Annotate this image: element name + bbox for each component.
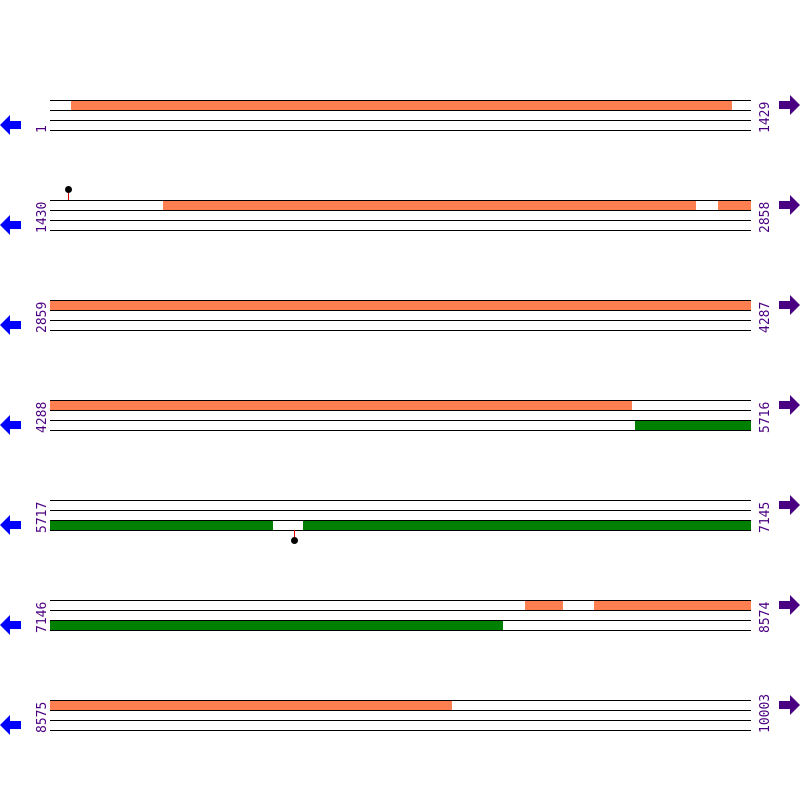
marker-dot-icon [291, 537, 298, 544]
end-position-label: 7145 [758, 501, 773, 533]
sequence-row-4 [0, 400, 800, 460]
track-line [50, 520, 751, 521]
end-position-label: 2858 [758, 201, 773, 233]
track-line [50, 120, 751, 121]
forward-feature[interactable] [525, 600, 563, 610]
sequence-row-2 [0, 200, 800, 260]
track-line [50, 320, 751, 321]
track-line [50, 510, 751, 511]
start-position-label: 1430 [35, 201, 50, 233]
track-line [50, 600, 751, 601]
track-line [50, 210, 751, 211]
reverse-strand-arrow-icon [0, 615, 21, 635]
sequence-row-3 [0, 300, 800, 360]
track-line [50, 720, 751, 721]
sequence-row-7 [0, 700, 800, 760]
reverse-strand-arrow-icon [0, 315, 21, 335]
forward-feature[interactable] [594, 600, 751, 610]
forward-strand-arrow-icon [779, 195, 800, 215]
track-line [50, 330, 751, 331]
reverse-strand-arrow-icon [0, 415, 21, 435]
track-line [50, 430, 751, 431]
forward-strand-arrow-icon [779, 595, 800, 615]
track-line [50, 300, 751, 301]
reverse-feature[interactable] [635, 420, 751, 430]
forward-feature[interactable] [50, 400, 632, 410]
track-line [50, 200, 751, 201]
forward-feature[interactable] [163, 200, 696, 210]
start-position-label: 8575 [35, 701, 50, 733]
track-line [50, 110, 751, 111]
end-position-label: 8574 [758, 601, 773, 633]
forward-strand-arrow-icon [779, 695, 800, 715]
reverse-strand-arrow-icon [0, 515, 21, 535]
forward-strand-arrow-icon [779, 295, 800, 315]
reverse-feature[interactable] [50, 520, 273, 530]
forward-feature[interactable] [50, 700, 452, 710]
forward-feature[interactable] [718, 200, 751, 210]
track-line [50, 530, 751, 531]
track-line [50, 130, 751, 131]
track-line [50, 620, 751, 621]
track-line [50, 500, 751, 501]
marker-stem [294, 530, 295, 539]
forward-feature[interactable] [50, 300, 751, 310]
start-position-label: 5717 [35, 501, 50, 533]
end-position-label: 5716 [758, 401, 773, 433]
end-position-label: 4287 [758, 301, 773, 333]
end-position-label: 1429 [758, 101, 773, 133]
track-line [50, 400, 751, 401]
start-position-label: 2859 [35, 301, 50, 333]
start-position-label: 1 [35, 125, 50, 133]
track-line [50, 630, 751, 631]
track-line [50, 220, 751, 221]
track-line [50, 310, 751, 311]
reverse-strand-arrow-icon [0, 115, 21, 135]
sequence-row-6 [0, 600, 800, 660]
track-line [50, 610, 751, 611]
reverse-feature[interactable] [50, 620, 503, 630]
sequence-row-1 [0, 100, 800, 160]
track-line [50, 730, 751, 731]
reverse-feature[interactable] [303, 520, 751, 530]
track-line [50, 100, 751, 101]
track-line [50, 410, 751, 411]
track-line [50, 700, 751, 701]
forward-strand-arrow-icon [779, 495, 800, 515]
forward-feature[interactable] [71, 100, 732, 110]
marker-dot-icon [65, 186, 72, 193]
end-position-label: 10003 [758, 693, 773, 733]
reverse-strand-arrow-icon [0, 215, 21, 235]
start-position-label: 4288 [35, 401, 50, 433]
sequence-row-5 [0, 500, 800, 560]
start-position-label: 7146 [35, 601, 50, 633]
forward-strand-arrow-icon [779, 95, 800, 115]
track-line [50, 420, 751, 421]
reverse-strand-arrow-icon [0, 715, 21, 735]
track-line [50, 710, 751, 711]
marker-stem [68, 191, 69, 200]
forward-strand-arrow-icon [779, 395, 800, 415]
track-line [50, 230, 751, 231]
